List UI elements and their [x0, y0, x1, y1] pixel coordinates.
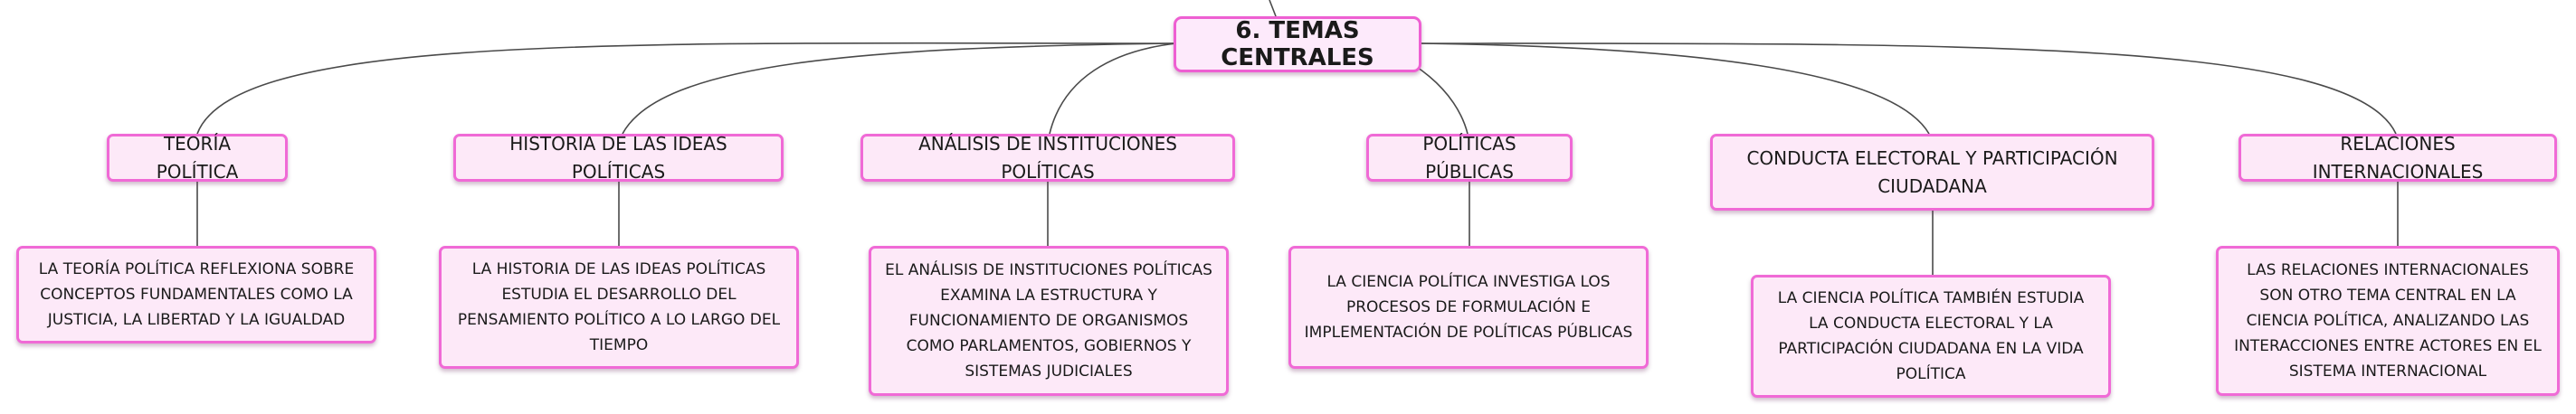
- description-node-conducta-electoral[interactable]: LA CIENCIA POLÍTICA TAMBIÉN ESTUDIA LA C…: [1751, 275, 2111, 398]
- description-text: LA CIENCIA POLÍTICA INVESTIGA LOS PROCES…: [1304, 273, 1633, 342]
- topic-label: RELACIONES INTERNACIONALES: [2312, 132, 2484, 183]
- topic-node-analisis-instituciones[interactable]: ANÁLISIS DE INSTITUCIONES POLÍTICAS: [860, 133, 1235, 183]
- topic-label: POLÍTICAS PÚBLICAS: [1422, 132, 1516, 183]
- description-text: LA CIENCIA POLÍTICA TAMBIÉN ESTUDIA LA C…: [1777, 289, 2085, 383]
- topic-label: ANÁLISIS DE INSTITUCIONES POLÍTICAS: [918, 132, 1177, 183]
- connector-parent: [1269, 0, 1277, 17]
- connector-root-topic-1: [196, 42, 1177, 135]
- description-text: LA TEORÍA POLÍTICA REFLEXIONA SOBRE CONC…: [38, 260, 355, 329]
- description-text: LA HISTORIA DE LAS IDEAS POLÍTICAS ESTUD…: [457, 260, 781, 354]
- root-node[interactable]: 6. TEMAS CENTRALES: [1174, 16, 1421, 72]
- description-text: EL ANÁLISIS DE INSTITUCIONES POLÍTICAS E…: [885, 261, 1212, 381]
- description-node-politicas-publicas[interactable]: LA CIENCIA POLÍTICA INVESTIGA LOS PROCES…: [1288, 246, 1649, 369]
- topic-node-teoria-politica[interactable]: TEORÍA POLÍTICA: [107, 133, 288, 183]
- description-node-relaciones-internacionales[interactable]: LAS RELACIONES INTERNACIONALES SON OTRO …: [2216, 246, 2560, 396]
- description-node-historia-ideas[interactable]: LA HISTORIA DE LAS IDEAS POLÍTICAS ESTUD…: [439, 246, 799, 369]
- connector-root-topic-5: [1420, 42, 1930, 135]
- topic-node-relaciones-internacionales[interactable]: RELACIONES INTERNACIONALES: [2239, 133, 2557, 183]
- connector-root-topic-3: [1049, 42, 1177, 135]
- topic-node-conducta-electoral[interactable]: CONDUCTA ELECTORAL Y PARTICIPACIÓN CIUDA…: [1710, 134, 2154, 211]
- connector-root-topic-6: [1420, 42, 2397, 135]
- topic-label: CONDUCTA ELECTORAL Y PARTICIPACIÓN CIUDA…: [1746, 146, 2118, 197]
- topic-label: TEORÍA POLÍTICA: [156, 132, 239, 183]
- description-node-teoria-politica[interactable]: LA TEORÍA POLÍTICA REFLEXIONA SOBRE CONC…: [16, 246, 376, 343]
- topic-node-politicas-publicas[interactable]: POLÍTICAS PÚBLICAS: [1366, 133, 1573, 183]
- topic-label: HISTORIA DE LAS IDEAS POLÍTICAS: [509, 132, 727, 183]
- root-label: 6. TEMAS CENTRALES: [1221, 17, 1374, 71]
- connector-root-topic-2: [622, 42, 1177, 135]
- description-node-analisis-instituciones[interactable]: EL ANÁLISIS DE INSTITUCIONES POLÍTICAS E…: [869, 246, 1229, 396]
- description-text: LAS RELACIONES INTERNACIONALES SON OTRO …: [2234, 261, 2542, 381]
- topic-node-historia-ideas[interactable]: HISTORIA DE LAS IDEAS POLÍTICAS: [453, 133, 784, 183]
